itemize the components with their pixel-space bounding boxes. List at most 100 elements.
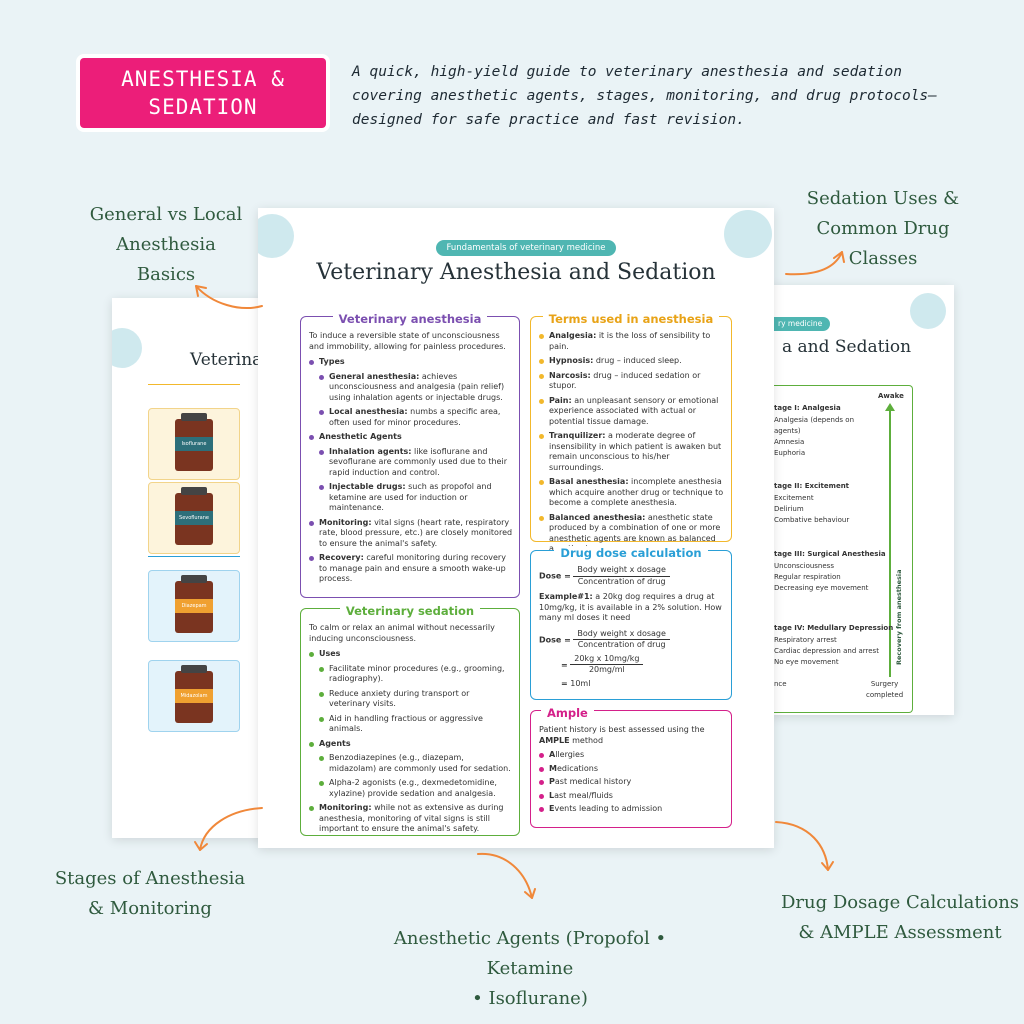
uses-label: Uses xyxy=(319,649,341,658)
recovery-axis-line xyxy=(889,407,891,677)
callout-line: Stages of Anesthesia xyxy=(54,868,246,889)
ample-item: Last meal/fluids xyxy=(539,791,725,802)
stage-2-title: tage II: Excitement xyxy=(774,482,850,490)
term-label: Injectable drugs: xyxy=(329,482,406,491)
stage-item: Amnesia xyxy=(774,438,805,446)
stage-item: Excitement xyxy=(774,494,814,502)
callout-line: Common Drug Classes xyxy=(816,218,950,269)
ample-heading: Ample xyxy=(541,706,594,720)
left-preview-sheet: Veterina Isoflurane Sevoflurane Diazepam… xyxy=(112,298,267,838)
main-sheet: Fundamentals of veterinary medicine Vete… xyxy=(258,208,774,848)
intro-line-3: designed for safe practice and fast revi… xyxy=(352,112,745,128)
bullet-icon xyxy=(539,807,544,812)
callout-line: Drug Dosage Calculations xyxy=(780,892,1020,913)
paw-decoration xyxy=(910,293,946,329)
bullet-icon xyxy=(539,359,544,364)
intro-text: A quick, high-yield guide to veterinary … xyxy=(352,60,962,132)
bullet-icon xyxy=(539,515,544,521)
term-item: Tranquilizer: a moderate degree of insen… xyxy=(539,431,725,473)
anesthesia-heading: Veterinary anesthesia xyxy=(332,312,488,326)
stage-footer-right: Surgery completed xyxy=(866,679,903,701)
intro-line-2: covering anesthetic agents, stages, moni… xyxy=(352,88,937,104)
anesthesia-content: To induce a reversible state of unconsci… xyxy=(309,331,513,589)
ample-word: edications xyxy=(556,763,598,773)
ample-letter: E xyxy=(549,804,555,813)
callout-line: • Isoflurane) xyxy=(472,988,588,1009)
callout-line: General vs Local xyxy=(89,204,243,225)
sedation-content: To calm or relax an animal without neces… xyxy=(309,623,513,839)
awake-label: Awake xyxy=(878,392,904,400)
ample-letter: M xyxy=(549,763,557,773)
term-label: Narcosis: xyxy=(549,370,591,380)
drug-card: Midazolam xyxy=(148,660,240,732)
term-item: Analgesia: it is the loss of sensibility… xyxy=(539,331,725,352)
drug-label: Isoflurane xyxy=(175,437,213,451)
callout-line: & AMPLE Assessment xyxy=(798,922,1002,943)
stage-footer-left: nce xyxy=(774,680,787,688)
ample-letter: A xyxy=(549,750,556,759)
types-label: Types xyxy=(319,357,345,366)
bullet-icon xyxy=(539,398,544,404)
term-item: Basal anesthesia: incomplete anesthesia … xyxy=(539,477,725,509)
term-label: Local anesthesia: xyxy=(329,407,408,416)
term-text: drug – induced sedation or stupor. xyxy=(549,370,701,391)
category-pill: Fundamentals of veterinary medicine xyxy=(436,240,616,256)
ample-letter: P xyxy=(549,777,555,786)
stage-3-items: Unconsciousness Regular respiration Decr… xyxy=(774,561,874,594)
agents-label: Anesthetic Agents xyxy=(319,432,402,441)
ample-word: ast medical history xyxy=(554,777,632,786)
stage-item: Regular respiration xyxy=(774,573,841,581)
bullet-icon xyxy=(539,753,544,758)
paw-decoration xyxy=(258,214,294,258)
dose-heading: Drug dose calculation xyxy=(554,546,708,560)
stage-1-title: tage I: Analgesia xyxy=(774,404,841,412)
ample-word: ast meal/fluids xyxy=(554,790,613,800)
stage-item: Combative behaviour xyxy=(774,516,850,524)
bullet-icon xyxy=(539,334,544,339)
callout-line: Sedation Uses & xyxy=(806,188,960,209)
use-item: Aid in handling fractious or aggressive … xyxy=(329,713,483,734)
stage-item: Euphoria xyxy=(774,449,806,457)
term-label: Balanced anesthesia: xyxy=(549,512,646,522)
ample-letter: L xyxy=(549,790,555,800)
drug-label: Midazolam xyxy=(175,689,213,703)
denominator: 20mg/ml xyxy=(588,665,625,674)
term-text: careful monitoring during recovery to ma… xyxy=(319,553,506,583)
ample-intro-end: method xyxy=(569,735,604,745)
sedation-box: Veterinary sedation To calm or relax an … xyxy=(300,604,520,839)
ample-content: Patient history is best assessed using t… xyxy=(539,725,725,818)
right-preview-sheet: ry medicine a and Sedation Awake Recover… xyxy=(770,285,954,715)
example-text: a 20kg dog requires a drug at 10mg/kg, i… xyxy=(539,592,722,622)
arrow-up-icon xyxy=(885,403,895,411)
agent-item: Benzodiazepines (e.g., diazepam, midazol… xyxy=(329,753,511,773)
term-item: Hypnosis: drug – induced sleep. xyxy=(539,356,725,367)
use-item: Reduce anxiety during transport or veter… xyxy=(329,688,470,709)
dose-label: Dose = xyxy=(539,571,571,581)
arrow-head-icon xyxy=(194,841,208,851)
stage-4-items: Respiratory arrest Cardiac depression an… xyxy=(774,635,879,668)
terms-box: Terms used in anesthesia Analgesia: it i… xyxy=(530,312,732,553)
equals-sign: = xyxy=(561,678,568,688)
callout-stages: Stages of Anesthesia & Monitoring xyxy=(52,864,248,924)
callout-agents: Anesthetic Agents (Propofol • Ketamine •… xyxy=(350,924,710,1014)
stage-1-items: Analgesia (depends on agents) Amnesia Eu… xyxy=(774,415,874,459)
term-text: while not as extensive as during anesthe… xyxy=(319,803,504,833)
agents-label: Agents xyxy=(319,738,351,748)
arrow-head-icon xyxy=(821,861,834,871)
use-item: Facilitate minor procedures (e.g., groom… xyxy=(329,663,505,684)
term-text: a moderate degree of insensibility in wh… xyxy=(549,431,722,472)
ample-item: Medications xyxy=(539,764,725,775)
anesthesia-box: Veterinary anesthesia To induce a revers… xyxy=(300,312,520,598)
term-label: Recovery: xyxy=(319,553,364,562)
ample-acronym: AMPLE xyxy=(539,735,570,745)
stage-item: Unconsciousness xyxy=(774,562,834,570)
drug-label: Diazepam xyxy=(175,599,213,613)
arrow-general xyxy=(195,285,263,309)
anesthesia-intro: To induce a reversible state of unconsci… xyxy=(309,331,506,351)
term-label: Monitoring: xyxy=(319,803,372,812)
stage-item: Analgesia (depends on agents) xyxy=(774,416,855,435)
callout-line: Anesthetic Agents (Propofol • Ketamine xyxy=(393,928,667,979)
